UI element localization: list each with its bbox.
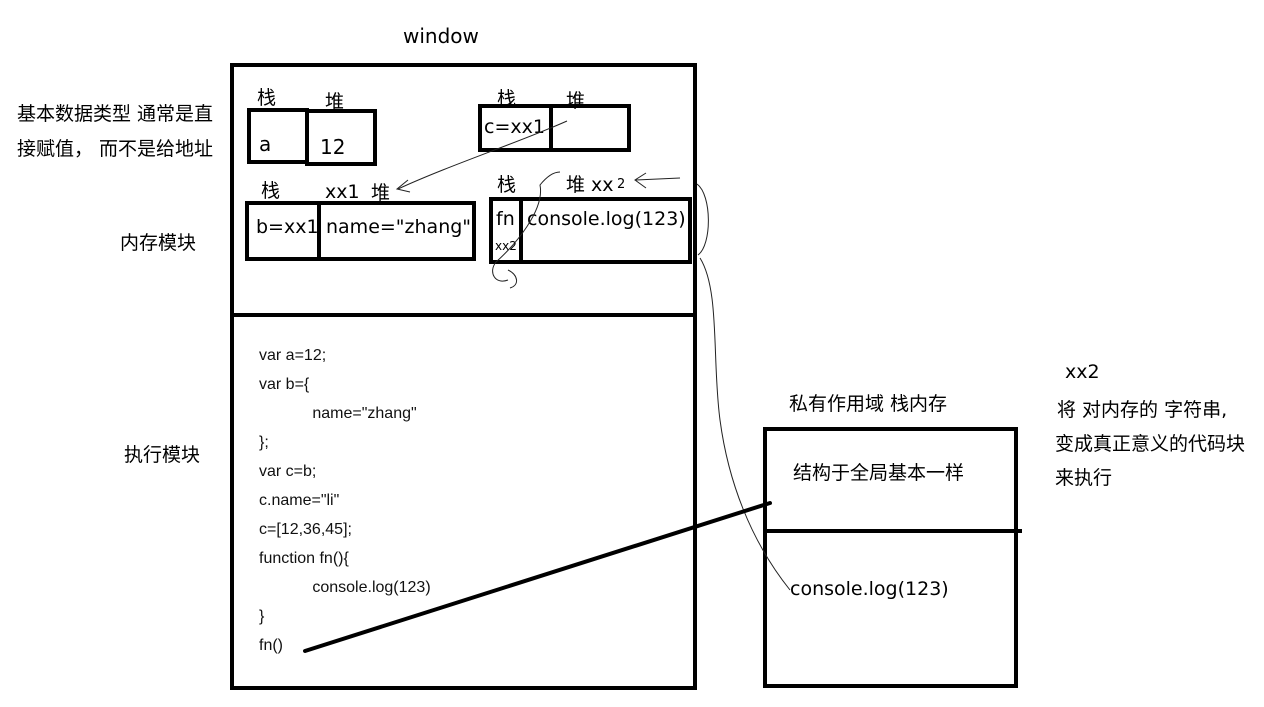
group-a-stack-box (247, 108, 309, 164)
code-line: function fn(){ (259, 550, 349, 567)
private-scope-bottom-text: console.log(123) (790, 578, 949, 600)
code-line: var a=12; (259, 347, 327, 364)
right-note-line2: 变成真正意义的代码块 (1055, 433, 1246, 455)
group-fn-heap-addr-sub: 2 (617, 177, 626, 192)
right-note-addr: xx2 (1065, 361, 1100, 383)
code-line: name="zhang" (259, 405, 417, 422)
basic-types-note-line2: 接赋值， 而不是给地址 (17, 138, 214, 160)
code-line: c.name="li" (259, 492, 340, 509)
private-scope-title: 私有作用域 栈内存 (789, 393, 948, 415)
private-scope-divider (763, 529, 1022, 533)
group-c-stack-value: c=xx1 (484, 116, 545, 138)
group-b-divider (317, 201, 321, 261)
code-line: c=[12,36,45]; (259, 521, 352, 538)
group-a-heap-box (305, 109, 377, 166)
memory-module-label: 内存模块 (120, 232, 197, 254)
group-b-stack-value: b=xx1 (256, 216, 319, 238)
group-fn-heap-label: 堆 xx (566, 174, 614, 196)
group-fn-divider (519, 197, 523, 264)
basic-types-note-line1: 基本数据类型 通常是直 (17, 103, 214, 125)
group-a-heap-label: 堆 (325, 91, 345, 113)
group-b-box (245, 201, 476, 261)
group-b-stack-label: 栈 (261, 180, 281, 202)
code-line: console.log(123) (259, 579, 431, 596)
group-b-heap-label: 堆 (371, 182, 391, 204)
group-a-stack-label: 栈 (257, 87, 277, 109)
execution-module-label: 执行模块 (124, 444, 201, 466)
window-divider (230, 313, 697, 317)
group-fn-box (489, 197, 692, 264)
group-fn-heap-value: console.log(123) (527, 208, 686, 230)
group-fn-stack-value: fn (496, 208, 515, 230)
code-line: }; (259, 434, 269, 451)
group-fn-stack-label: 栈 (497, 174, 517, 196)
window-frame (230, 63, 697, 690)
group-b-heap-addr: xx1 (325, 181, 360, 203)
arrow-heap-loop (696, 183, 709, 256)
code-line: fn() (259, 637, 283, 654)
group-fn-stack-sub: xx2 (495, 239, 517, 253)
group-b-heap-value: name="zhang" (326, 216, 472, 238)
group-a-stack-value: a (259, 132, 272, 156)
right-note-line1: 将 对内存的 字符串, (1057, 399, 1228, 421)
window-label: window (403, 24, 479, 48)
group-a-heap-value: 12 (320, 135, 346, 159)
group-c-divider (549, 104, 553, 152)
private-scope-top-text: 结构于全局基本一样 (793, 462, 965, 484)
code-line: var b={ (259, 376, 310, 393)
code-line: } (259, 608, 265, 625)
right-note-line3: 来执行 (1055, 467, 1113, 489)
code-line: var c=b; (259, 463, 317, 480)
